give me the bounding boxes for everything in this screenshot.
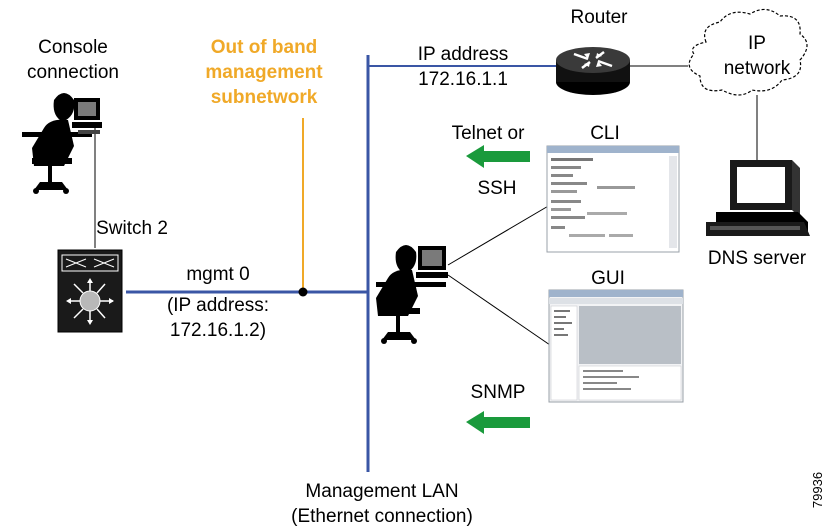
workstation-icon bbox=[706, 160, 810, 236]
ethernet-connection-label: (Ethernet connection) bbox=[291, 506, 473, 527]
router-icon bbox=[556, 47, 630, 95]
switch-icon bbox=[57, 249, 123, 333]
ws-cli-link bbox=[447, 204, 551, 266]
telnet-arrow bbox=[466, 145, 530, 168]
mgmt-ip-line1: (IP address: bbox=[167, 295, 269, 316]
cli-label: CLI bbox=[590, 123, 620, 144]
ip-network-line2: network bbox=[724, 58, 791, 79]
router-label: Router bbox=[570, 7, 628, 28]
snmp-label: SNMP bbox=[471, 382, 526, 403]
gui-label: GUI bbox=[591, 268, 625, 289]
cli-screenshot bbox=[546, 145, 680, 253]
management-lan-label: Management LAN bbox=[305, 481, 458, 502]
person-at-computer-icon bbox=[376, 245, 448, 344]
oob-junction bbox=[298, 287, 308, 297]
oob-label-line3: subnetwork bbox=[211, 87, 318, 108]
console-label-line2: connection bbox=[27, 62, 119, 83]
router-ip-title: IP address bbox=[418, 44, 508, 65]
console-person-icon bbox=[22, 93, 102, 194]
router-ip-value: 172.16.1.1 bbox=[418, 69, 508, 90]
figure-number: 79936 bbox=[810, 472, 825, 508]
ws-gui-link bbox=[447, 274, 551, 346]
cloud-icon bbox=[688, 8, 808, 96]
gui-screenshot bbox=[548, 289, 684, 403]
mgmt-ip-line2: 172.16.1.2) bbox=[170, 320, 266, 341]
switch-label: Switch 2 bbox=[96, 218, 168, 239]
console-label-line1: Console bbox=[38, 37, 108, 58]
snmp-arrow bbox=[466, 411, 530, 434]
ip-network-line1: IP bbox=[748, 33, 766, 54]
telnet-label: Telnet or bbox=[452, 123, 526, 144]
dns-server-label: DNS server bbox=[708, 248, 807, 269]
connection-lines bbox=[94, 55, 758, 472]
oob-label-line1: Out of band bbox=[211, 37, 318, 58]
mgmt-label: mgmt 0 bbox=[186, 264, 249, 285]
oob-label-line2: management bbox=[205, 62, 323, 83]
ssh-label: SSH bbox=[477, 178, 516, 199]
